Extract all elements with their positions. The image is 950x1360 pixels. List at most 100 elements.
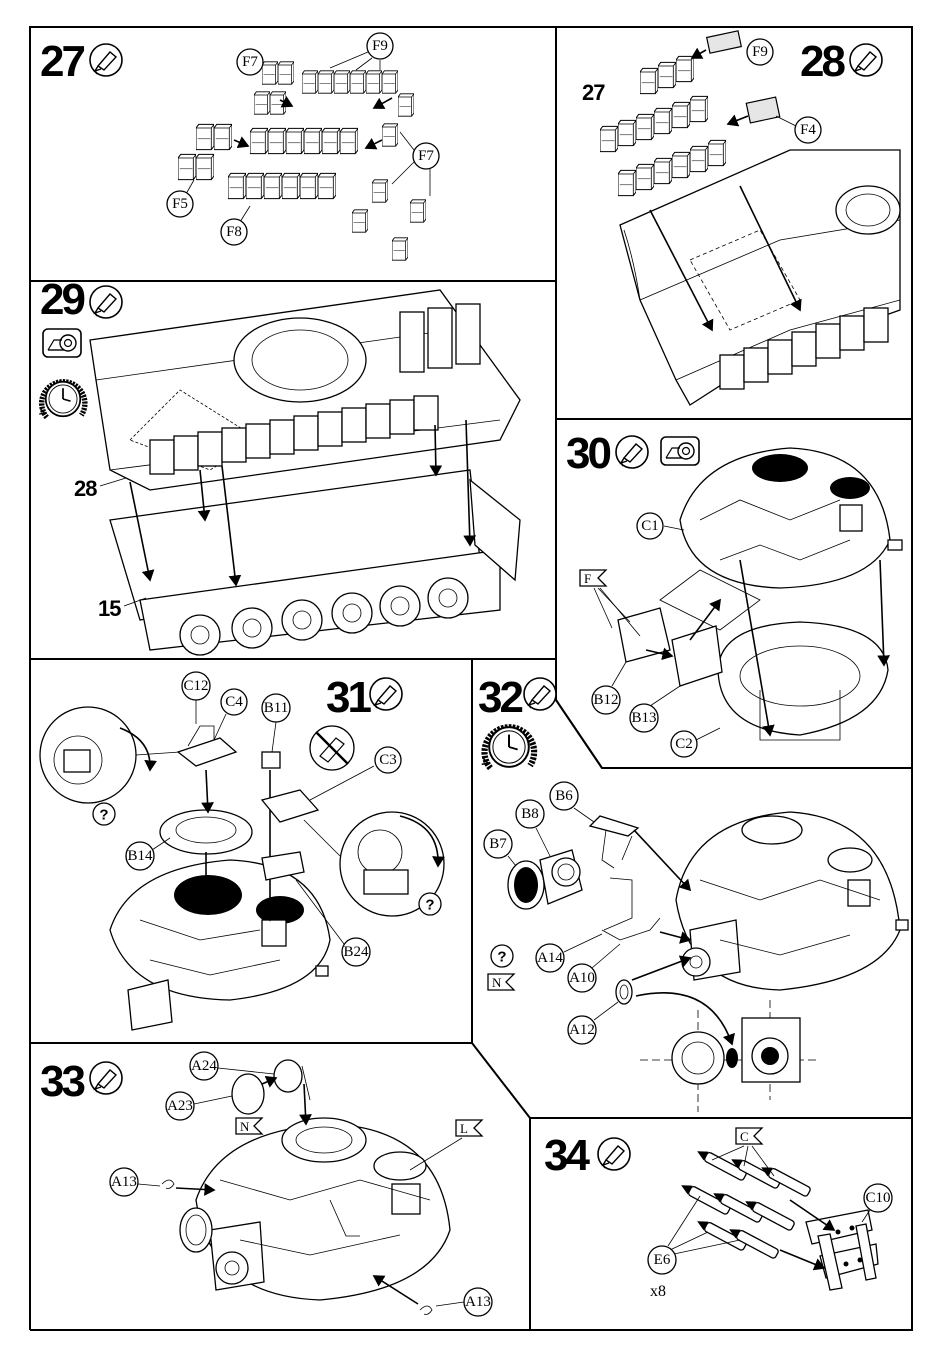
f8-stowage-box: [228, 128, 358, 198]
callout-a12: A12: [568, 1002, 618, 1044]
callout-c2: C2: [671, 728, 720, 757]
svg-text:A10: A10: [569, 970, 595, 986]
svg-text:C12: C12: [183, 678, 208, 694]
svg-text:L: L: [460, 1121, 468, 1136]
f9-part: F9: [692, 31, 773, 65]
tape-icon: [43, 329, 81, 357]
turret-drawing-33: [180, 1118, 450, 1300]
flag-n: N: [236, 1118, 262, 1134]
callout-f8: F8: [221, 206, 250, 245]
svg-text:A12: A12: [569, 1022, 595, 1038]
f5-stowage-box: [178, 124, 232, 179]
callout-f5: F5: [167, 180, 194, 217]
svg-text:B14: B14: [127, 848, 153, 864]
svg-text:C1: C1: [641, 518, 659, 534]
callout-b7: B7: [484, 830, 516, 866]
hull-top-drawing: [620, 150, 900, 405]
svg-text:?: ?: [425, 897, 434, 914]
turret-ring-c2: [718, 622, 888, 740]
searchlight-b7-b8: [508, 850, 582, 909]
step-31: 31 ?: [40, 672, 444, 1030]
svg-text:B24: B24: [343, 944, 369, 960]
callout-b6: B6: [550, 782, 594, 822]
step-29: 29: [39, 275, 520, 655]
svg-text:B11: B11: [264, 700, 288, 716]
part-b24: [262, 852, 304, 880]
callout-a23: A23: [166, 1092, 232, 1120]
hook-a13-right: [374, 1276, 432, 1315]
lower-hull-drawing: [110, 470, 520, 655]
callout-c1: C1: [637, 513, 684, 539]
callout-a13-right: A13: [436, 1288, 492, 1316]
svg-text:B7: B7: [489, 836, 507, 852]
cover-a23: [232, 1074, 276, 1114]
svg-text:F9: F9: [752, 44, 768, 60]
callout-f7: F7: [237, 49, 263, 75]
glue-icon: [370, 678, 402, 710]
step-number: 31: [326, 673, 371, 722]
callout-a24: A24: [190, 1052, 274, 1080]
svg-text:A24: A24: [191, 1058, 217, 1074]
callout-b13: B13: [630, 686, 680, 732]
callout-c4: C4: [214, 689, 247, 740]
step-number: 32: [478, 673, 522, 722]
assembly-ref-27: 27: [582, 80, 605, 105]
callout-a14: A14: [536, 934, 602, 972]
clock-icon: [482, 727, 534, 768]
turret-drawing-31: [110, 860, 330, 1030]
svg-text:A23: A23: [167, 1098, 193, 1114]
callout-b11: B11: [262, 694, 290, 752]
assembly-ref-15: 15: [98, 596, 121, 621]
turret-drawing-32: [676, 812, 908, 990]
f9-stowage-box: [302, 71, 398, 93]
f4-part: F4: [728, 97, 821, 143]
tape-icon: [661, 437, 699, 465]
glue-icon: [598, 1138, 630, 1170]
bracket-b6: [590, 816, 638, 868]
no-glue-icon: [310, 726, 354, 770]
svg-text:F7: F7: [242, 54, 258, 70]
svg-text:F8: F8: [226, 224, 242, 240]
svg-text:B13: B13: [631, 710, 656, 726]
callout-f7-right: F7: [392, 132, 439, 196]
callout-f9: F9: [330, 33, 393, 70]
glue-icon: [90, 1062, 122, 1094]
step-number: 27: [40, 37, 84, 86]
ring-b14: [160, 810, 252, 854]
glue-icon: [90, 44, 122, 76]
question-icon: ?: [491, 945, 513, 967]
step-30: 30 F: [566, 429, 902, 757]
step-number: 30: [566, 429, 610, 478]
svg-text:C3: C3: [379, 752, 397, 768]
svg-text:N: N: [492, 975, 502, 990]
svg-text:A14: A14: [537, 950, 563, 966]
step-number: 34: [544, 1131, 590, 1180]
callout-a13: A13: [110, 1168, 160, 1196]
svg-text:A13: A13: [111, 1174, 137, 1190]
step-number: 33: [40, 1057, 84, 1106]
svg-text:F7: F7: [418, 148, 434, 164]
svg-text:C10: C10: [865, 1190, 890, 1206]
stowage-assembly-27: [600, 56, 726, 195]
rack-c10: [806, 1210, 878, 1290]
hatch-c4: [178, 726, 236, 766]
svg-text:A13: A13: [465, 1294, 491, 1310]
svg-text:E6: E6: [654, 1252, 671, 1268]
question-icon: ?: [419, 893, 441, 915]
callout-a10: A10: [568, 944, 620, 992]
turret-top-drawing: [680, 448, 902, 588]
sight-detail-drawing: [636, 993, 820, 1112]
step-27: 27: [40, 33, 439, 260]
callout-c12: C12: [182, 672, 210, 724]
glue-icon: [524, 678, 556, 710]
svg-text:F4: F4: [800, 122, 816, 138]
glue-icon: [850, 44, 882, 76]
sight-a24: [274, 1060, 310, 1124]
svg-text:B8: B8: [521, 806, 539, 822]
svg-text:?: ?: [497, 949, 506, 966]
glue-icon: [90, 286, 122, 318]
svg-text:F: F: [584, 571, 591, 586]
flag-n: N: [488, 974, 514, 990]
svg-text:C2: C2: [675, 736, 693, 752]
